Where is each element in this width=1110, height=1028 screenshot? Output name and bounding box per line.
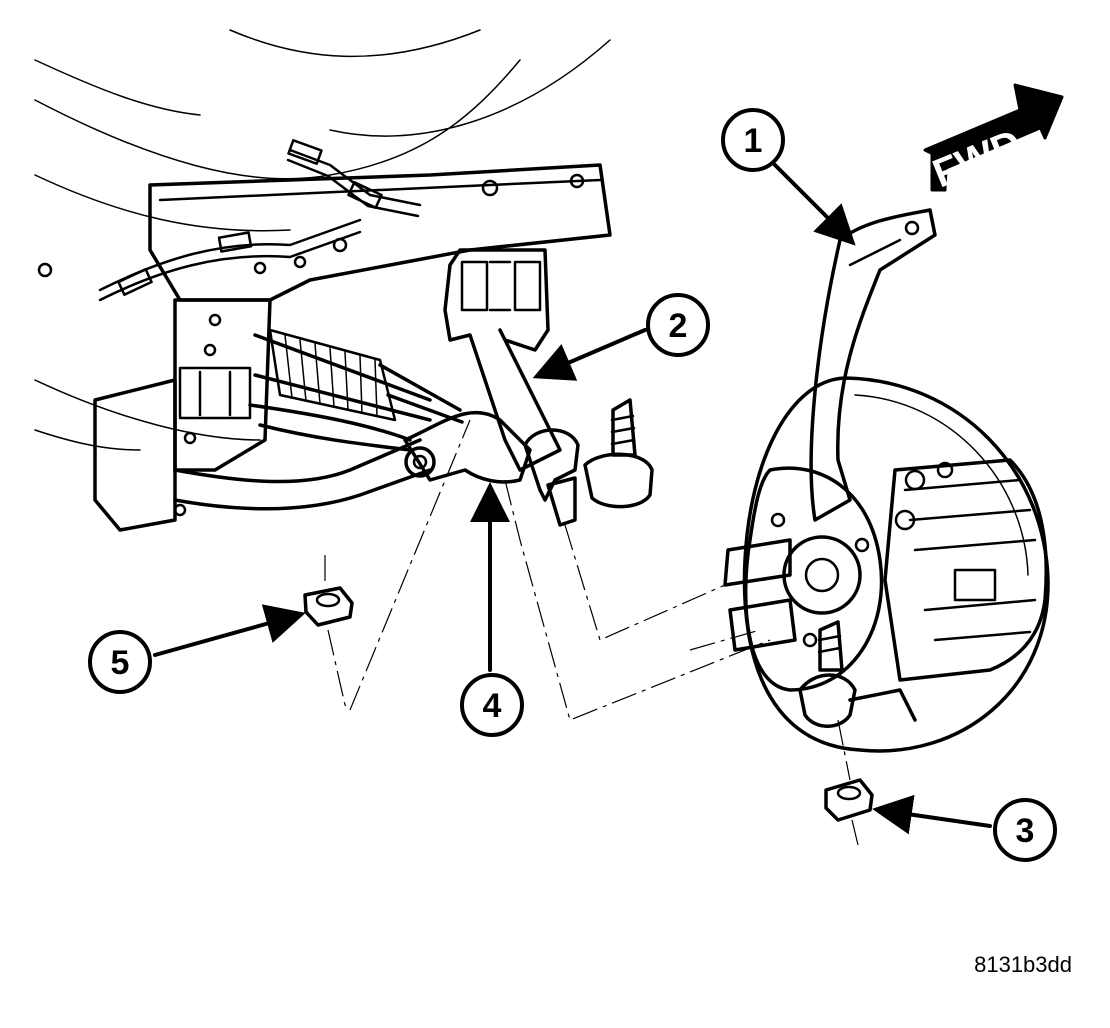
callout-1: 1 xyxy=(721,108,785,172)
figure-id: 8131b3dd xyxy=(974,952,1072,977)
callout-3: 3 xyxy=(993,798,1057,862)
upper-control-arm xyxy=(443,248,654,527)
steering-knuckle-assembly xyxy=(723,208,1050,753)
callout-4-number: 4 xyxy=(483,687,502,725)
vehicle-frame xyxy=(34,29,612,532)
lower-nut xyxy=(303,586,354,627)
lower-control-arm xyxy=(248,403,532,484)
callout-2: 2 xyxy=(646,293,710,357)
callout-5: 5 xyxy=(88,630,152,694)
callout-5-number: 5 xyxy=(111,644,130,682)
callout-leaders xyxy=(153,163,992,835)
ball-joint-nut xyxy=(824,778,874,822)
callout-3-number: 3 xyxy=(1016,812,1035,850)
callout-1-number: 1 xyxy=(744,122,763,160)
callout-4: 4 xyxy=(460,673,524,737)
assembly-centerlines xyxy=(324,419,859,846)
callout-2-number: 2 xyxy=(669,307,688,345)
forward-direction-arrow: FWD xyxy=(923,83,1064,196)
